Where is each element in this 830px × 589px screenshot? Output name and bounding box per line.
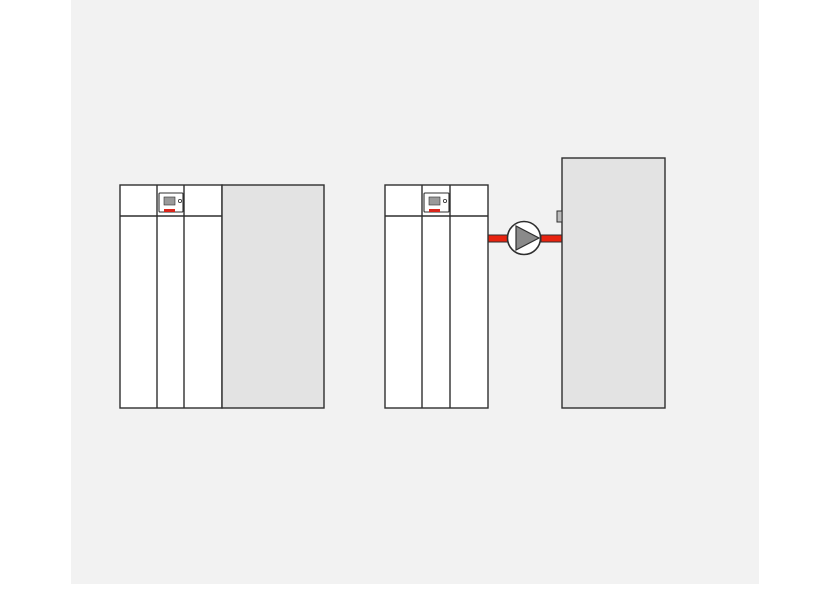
external-storage-tank	[561, 157, 666, 409]
control-panel	[158, 192, 184, 213]
variant-b-group	[384, 157, 666, 409]
flow-pipe-boiler-to-pump	[487, 234, 509, 243]
circulation-pump-icon	[506, 220, 542, 256]
control-knob-icon	[442, 198, 447, 203]
boiler-unit-a	[119, 184, 223, 409]
control-knob-icon	[177, 198, 182, 203]
brand-logo	[429, 209, 440, 212]
boiler-body	[119, 184, 223, 409]
display-screen	[428, 196, 441, 206]
integrated-storage-tank	[221, 184, 325, 409]
boiler-unit-b	[384, 184, 489, 409]
control-panel	[423, 192, 450, 213]
variant-a-group	[119, 184, 325, 409]
display-screen	[163, 196, 176, 206]
boiler-body	[384, 184, 489, 409]
brand-logo	[164, 209, 175, 212]
pump-direction-triangle	[515, 225, 541, 251]
flow-pipe-pump-to-tank	[540, 234, 563, 243]
tank-sensor-port	[556, 210, 563, 223]
